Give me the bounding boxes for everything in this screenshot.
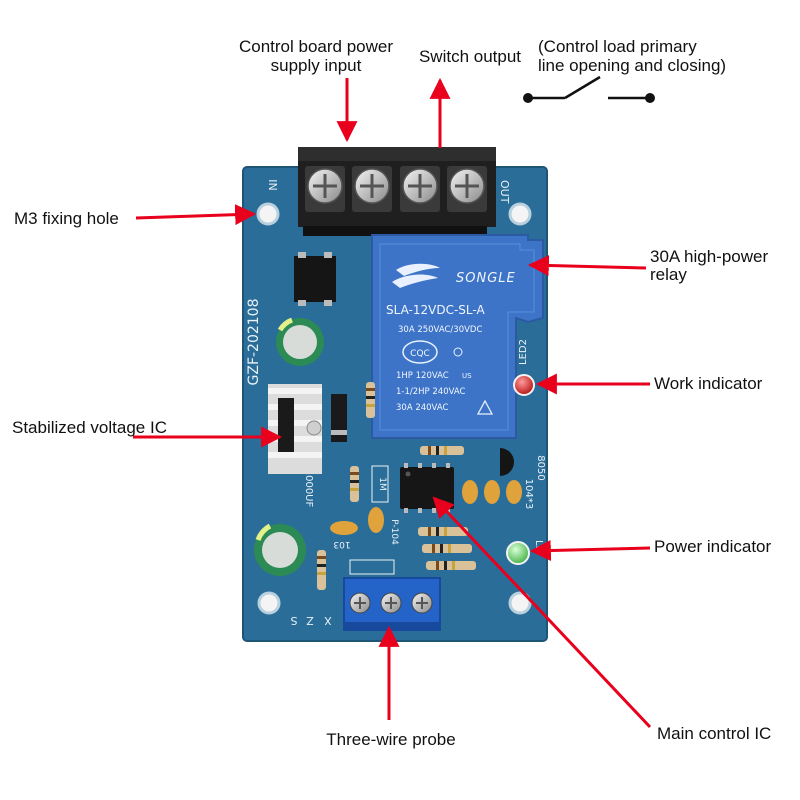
silk-cap-code: 104*3: [523, 479, 534, 509]
resistor-vertical-2: [350, 466, 359, 502]
relay-model: SLA-12VDC-SL-A: [386, 303, 485, 317]
resistor-horizontal-3: [426, 561, 476, 570]
bridge-rectifier: [294, 256, 336, 302]
silk-model-number: GZF-202108: [246, 299, 262, 386]
probe-terminal-block: [343, 577, 441, 631]
ul-mark: US: [462, 372, 472, 380]
callout-m3-hole: M3 fixing hole: [14, 209, 119, 228]
callout-probe: Three-wire probe: [326, 730, 455, 749]
probe-screw-3: [411, 592, 433, 614]
relay-indicator-dot: [453, 347, 463, 357]
relay-brand: SONGLE: [456, 271, 516, 286]
silk-led2-label: LED2: [518, 339, 529, 365]
probe-pin-s: S: [290, 614, 297, 627]
power-indicator-led: [506, 541, 530, 565]
resistor-horizontal-top: [420, 446, 464, 455]
callout-work-indicator: Work indicator: [654, 374, 763, 393]
resistor-1m: 1M: [371, 465, 389, 503]
relay-rating-3: 1-1/2HP 240VAC: [396, 387, 466, 397]
songle-logo-icon: [392, 263, 440, 288]
ceramic-capacitor-5: [506, 480, 522, 504]
electrolytic-capacitor-top: [276, 317, 324, 366]
diode: [331, 394, 347, 442]
probe-pin-x: X: [324, 614, 332, 627]
transistor-8050: [500, 448, 514, 476]
arrow-main-ic: [432, 496, 652, 729]
callout-regulator-ic: Stabilized voltage IC: [12, 418, 167, 437]
silk-transistor-label: 8050: [535, 455, 546, 480]
resistor-2k: [349, 559, 395, 575]
power-output-terminal-block: [298, 147, 496, 236]
ceramic-capacitor-1: [330, 521, 358, 535]
callout-main-ic: Main control IC: [657, 724, 771, 743]
silk-1000uf-label: 1000UF: [303, 469, 314, 508]
terminal-screw-1: [305, 166, 345, 212]
terminal-screw-3: [400, 166, 440, 212]
silk-p104-label: P-104: [389, 519, 399, 545]
probe-pin-z: Z: [306, 614, 314, 627]
callout-switch-output: Switch output: [419, 47, 521, 66]
callout-relay-line2: relay: [650, 265, 687, 284]
voltage-regulator-ic: [268, 384, 322, 474]
terminal-screw-2: [352, 166, 392, 212]
ceramic-capacitor-4: [484, 480, 500, 504]
callout-control-load-line2: line opening and closing): [538, 56, 726, 75]
probe-screw-2: [380, 592, 402, 614]
terminal-screw-4: [447, 166, 487, 212]
callout-arrows: [133, 77, 652, 729]
m3-hole-bottom-right: [508, 591, 532, 615]
main-control-ic: [400, 463, 454, 513]
svg-text:CQC: CQC: [410, 349, 430, 359]
callout-relay-line1: 30A high-power: [650, 247, 768, 266]
warning-triangle-icon: [476, 399, 494, 415]
relay-rating-1: 30A 250VAC/30VDC: [398, 325, 482, 335]
m3-hole-top-left: [256, 202, 280, 226]
callout-power-indicator: Power indicator: [654, 537, 772, 556]
callout-control-load-line1: (Control load primary: [538, 37, 697, 56]
cqc-mark-icon: CQC: [402, 340, 438, 364]
callout-power-input-line2: supply input: [271, 56, 362, 75]
silk-out-label: OUT: [498, 180, 511, 204]
silk-in-label: IN: [266, 179, 279, 190]
resistor-bottom-left: [317, 550, 326, 590]
ceramic-capacitor-2: [368, 507, 384, 533]
switch-symbol-icon: [523, 75, 655, 103]
work-indicator-led: [513, 374, 535, 396]
silk-103-label: 103: [333, 539, 350, 549]
relay-rating-4: 30A 240VAC: [396, 403, 448, 413]
relay-component: SONGLE SLA-12VDC-SL-A 30A 250VAC/30VDC C…: [371, 234, 544, 439]
electrolytic-capacitor-bottom: [254, 523, 306, 576]
svg-text:1M: 1M: [377, 477, 387, 491]
callout-power-input-line1: Control board power: [239, 37, 393, 56]
ceramic-capacitor-3: [462, 480, 478, 504]
probe-screw-1: [349, 592, 371, 614]
resistor-vertical-1: [366, 382, 375, 418]
arrow-relay: [527, 254, 647, 276]
m3-hole-bottom-left: [257, 591, 281, 615]
arrow-power-indicator: [529, 540, 651, 562]
relay-rating-2: 1HP 120VAC: [396, 371, 449, 381]
resistor-horizontal-2: [422, 544, 472, 553]
m3-hole-top-right: [508, 202, 532, 226]
resistor-horizontal-1: [418, 527, 468, 536]
arrow-m3-hole: [135, 204, 257, 226]
